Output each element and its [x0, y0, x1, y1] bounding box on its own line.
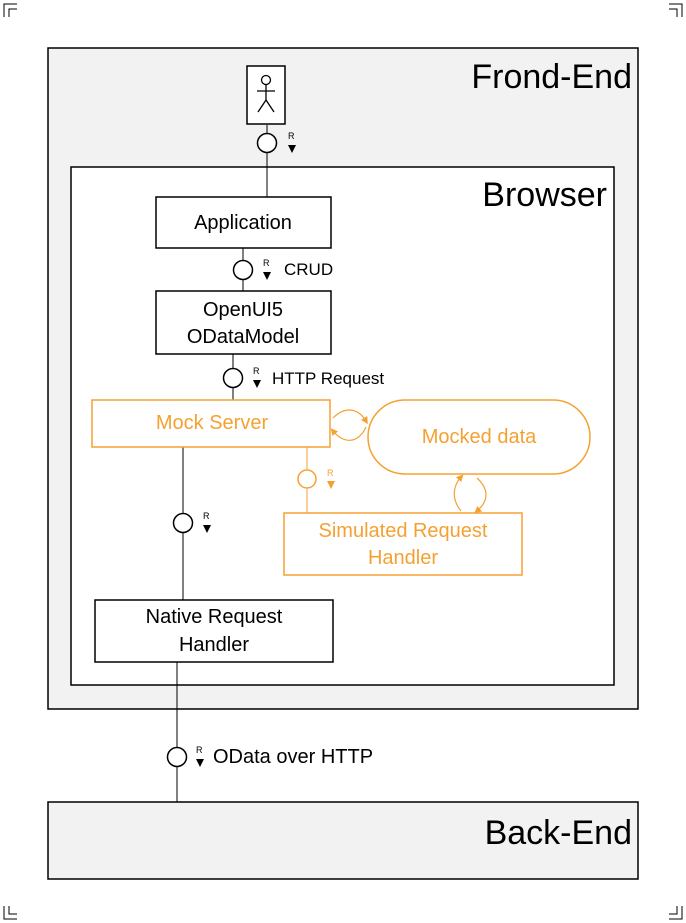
application-box: [155, 196, 332, 249]
interface-crud-icon: [232, 259, 254, 281]
interface-simulated-icon: [297, 469, 317, 489]
r-marker-user: R: [288, 131, 296, 153]
odatamodel-label: ODataModel: [187, 326, 299, 348]
odata-over-http-label: OData over HTTP: [213, 746, 373, 768]
frontend-title: Frond-End: [471, 58, 632, 96]
interface-odata-icon: [166, 746, 188, 768]
interface-user-icon: [256, 132, 278, 154]
connector-lines: [176, 125, 268, 802]
svg-text:R: R: [196, 745, 203, 755]
native-request-handler-box: [94, 599, 334, 663]
browser-title: Browser: [482, 176, 607, 214]
svg-text:R: R: [288, 131, 295, 141]
mock-server-data-loop-icon: [330, 409, 368, 441]
interface-native-icon: [172, 512, 194, 534]
simulated-line2-label: Handler: [368, 547, 438, 569]
r-marker-crud: R: [263, 258, 271, 280]
simulated-line1-label: Simulated Request: [319, 520, 488, 542]
r-marker-simulated: R: [327, 468, 335, 489]
mock-server-box: [91, 399, 331, 448]
r-marker-odata: R: [196, 745, 204, 767]
svg-text:R: R: [253, 366, 260, 376]
http-request-label: HTTP Request: [272, 369, 384, 388]
corner-marks: [3, 3, 683, 920]
mocked-data-box: [367, 399, 591, 475]
crud-label: CRUD: [284, 260, 333, 279]
r-marker-http: R: [253, 366, 261, 388]
openui5-odatamodel-box: [155, 290, 332, 355]
openui5-label: OpenUI5: [203, 299, 283, 321]
native-line1-label: Native Request: [146, 606, 283, 628]
native-line2-label: Handler: [179, 634, 249, 656]
r-marker-native: R: [203, 511, 211, 533]
svg-text:R: R: [327, 468, 334, 478]
svg-text:R: R: [263, 258, 270, 268]
user-actor-icon: [246, 65, 286, 125]
simulated-request-handler-box: [283, 512, 523, 576]
application-label: Application: [194, 212, 292, 234]
backend-zone: [47, 801, 639, 880]
mocked-data-label: Mocked data: [422, 426, 537, 448]
svg-text:R: R: [203, 511, 210, 521]
interface-http-icon: [222, 367, 244, 389]
mock-server-label: Mock Server: [156, 412, 269, 434]
backend-title: Back-End: [485, 814, 632, 852]
simulated-handler-data-loop-icon: [453, 474, 487, 514]
